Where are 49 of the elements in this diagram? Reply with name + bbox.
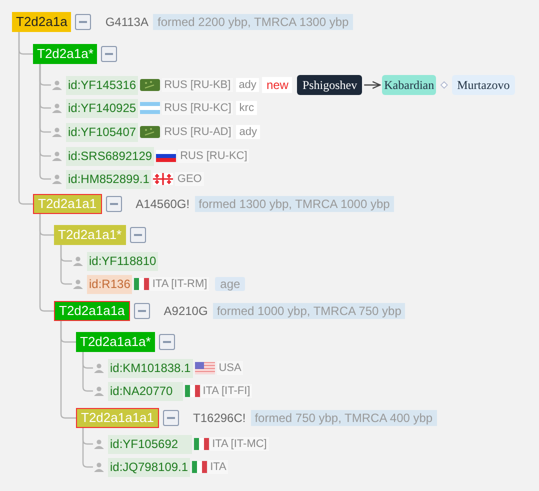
tree-line xyxy=(18,32,33,205)
country-code: RUS [RU-AD] xyxy=(162,125,234,139)
age-estimate: formed 1300 ybp, TMRCA 1000 ybp xyxy=(194,196,394,212)
sample-id: id:NA20770 xyxy=(108,382,183,400)
diamond-connector xyxy=(438,81,450,89)
country-code: RUS [RU-KC] xyxy=(178,149,250,163)
mutation-text: T16296C! xyxy=(193,411,246,425)
haplogroup-label: T2d2a1a1 xyxy=(33,194,102,214)
country-code: ITA [IT-MC] xyxy=(210,437,269,451)
mutation-text: A9210G xyxy=(164,304,208,318)
arrow xyxy=(364,81,381,89)
place-tag: Murtazovo xyxy=(452,75,515,95)
haplogroup-label: T2d2a1a1a xyxy=(54,301,130,321)
sample-id: id:KM101838.1 xyxy=(108,358,193,378)
country-code: ITA xyxy=(208,460,228,474)
haplogroup-label: T2d2a1a1a1 xyxy=(76,408,160,428)
haplogroup-label: T2d2a1a* xyxy=(33,44,98,64)
country-code: RUS [RU-KC] xyxy=(162,101,234,115)
sample-id: id:HM852899.1 xyxy=(66,170,152,188)
age-estimate: formed 1000 ybp, TMRCA 750 ybp xyxy=(212,303,406,319)
sample-id: id:YF118810 xyxy=(87,252,158,270)
haplogroup-label: T2d2a1a xyxy=(12,12,72,32)
language-tag: krc xyxy=(236,101,257,115)
tree-line xyxy=(39,214,54,312)
country-code: ITA [IT-FI] xyxy=(200,384,252,398)
sample-id: id:YF105692 xyxy=(108,434,192,454)
country-code: GEO xyxy=(175,172,204,186)
country-code: ITA [IT-RM] xyxy=(150,277,210,291)
age-estimate: formed 2200 ybp, TMRCA 1300 ybp xyxy=(153,14,353,30)
sample-id: id:SRS6892129 xyxy=(66,146,154,166)
ethnicity-tag: Kabardian xyxy=(382,75,436,95)
country-code: RUS [RU-KB] xyxy=(162,78,233,92)
age-estimate: formed 750 ybp, TMRCA 400 ybp xyxy=(250,410,437,426)
new-badge: new xyxy=(262,77,292,93)
sample-id: id:YF145316 xyxy=(66,76,138,94)
sample-id: id:R136 xyxy=(87,274,132,294)
sample-id: id:YF140925 xyxy=(66,98,138,118)
age-badge: age xyxy=(215,277,246,291)
sample-id: id:YF105407 xyxy=(66,122,138,142)
mutation-text: A14560G! xyxy=(136,197,190,211)
sample-id: id:JQ798109.1 xyxy=(108,458,190,476)
name-tag: Pshigoshev xyxy=(297,75,362,95)
haplogroup-label: T2d2a1a1* xyxy=(54,225,126,245)
tree-line xyxy=(60,321,76,419)
mutation-text: G4113A xyxy=(105,15,148,29)
language-tag: ady xyxy=(236,125,260,139)
language-tag: ady xyxy=(236,78,260,92)
haplogroup-label: T2d2a1a1a* xyxy=(76,332,155,352)
country-code: USA xyxy=(216,361,244,375)
